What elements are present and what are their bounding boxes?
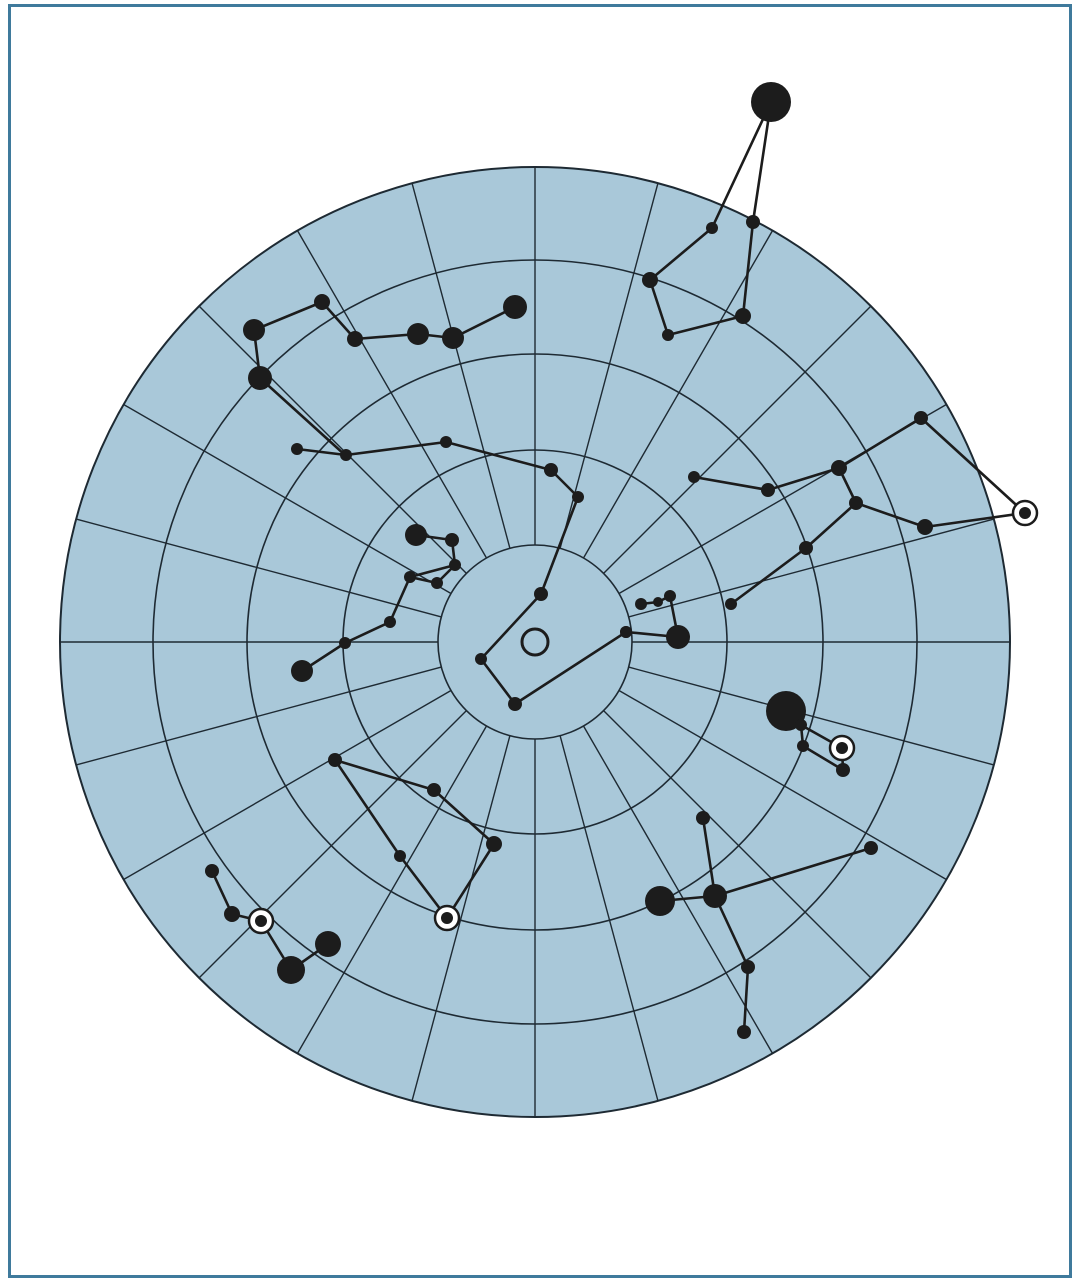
star-core — [1019, 507, 1031, 519]
star — [836, 763, 850, 777]
star — [449, 559, 461, 571]
star — [662, 329, 674, 341]
star — [431, 577, 443, 589]
star — [347, 331, 363, 347]
star — [799, 541, 813, 555]
star — [914, 411, 928, 425]
star — [277, 956, 305, 984]
star-core — [441, 912, 453, 924]
star — [486, 836, 502, 852]
star — [224, 906, 240, 922]
star — [442, 327, 464, 349]
star — [917, 519, 933, 535]
star — [635, 598, 647, 610]
star — [696, 811, 710, 825]
star — [503, 295, 527, 319]
star — [645, 886, 675, 916]
star — [741, 960, 755, 974]
star — [243, 319, 265, 341]
star — [205, 864, 219, 878]
star — [404, 571, 416, 583]
star — [405, 524, 427, 546]
star-core — [255, 915, 267, 927]
star-core — [836, 742, 848, 754]
star — [407, 323, 429, 345]
star — [795, 719, 807, 731]
star — [735, 308, 751, 324]
star — [746, 215, 760, 229]
star — [849, 496, 863, 510]
star — [328, 753, 342, 767]
star — [703, 884, 727, 908]
star — [642, 272, 658, 288]
star — [427, 783, 441, 797]
star-map-grid — [60, 167, 1010, 1117]
star — [653, 597, 663, 607]
star — [291, 660, 313, 682]
star — [291, 443, 303, 455]
star — [384, 616, 396, 628]
star — [475, 653, 487, 665]
star — [864, 841, 878, 855]
star — [340, 449, 352, 461]
star — [508, 697, 522, 711]
star — [572, 491, 584, 503]
star — [725, 598, 737, 610]
star — [445, 533, 459, 547]
star — [831, 460, 847, 476]
star — [666, 625, 690, 649]
star — [315, 931, 341, 957]
star — [248, 366, 272, 390]
star — [688, 471, 700, 483]
star — [706, 222, 718, 234]
star — [314, 294, 330, 310]
star — [534, 587, 548, 601]
star — [394, 850, 406, 862]
star — [751, 82, 791, 122]
star — [620, 626, 632, 638]
star — [737, 1025, 751, 1039]
star — [761, 483, 775, 497]
star — [664, 590, 676, 602]
star — [797, 740, 809, 752]
star — [339, 637, 351, 649]
star — [544, 463, 558, 477]
star — [440, 436, 452, 448]
